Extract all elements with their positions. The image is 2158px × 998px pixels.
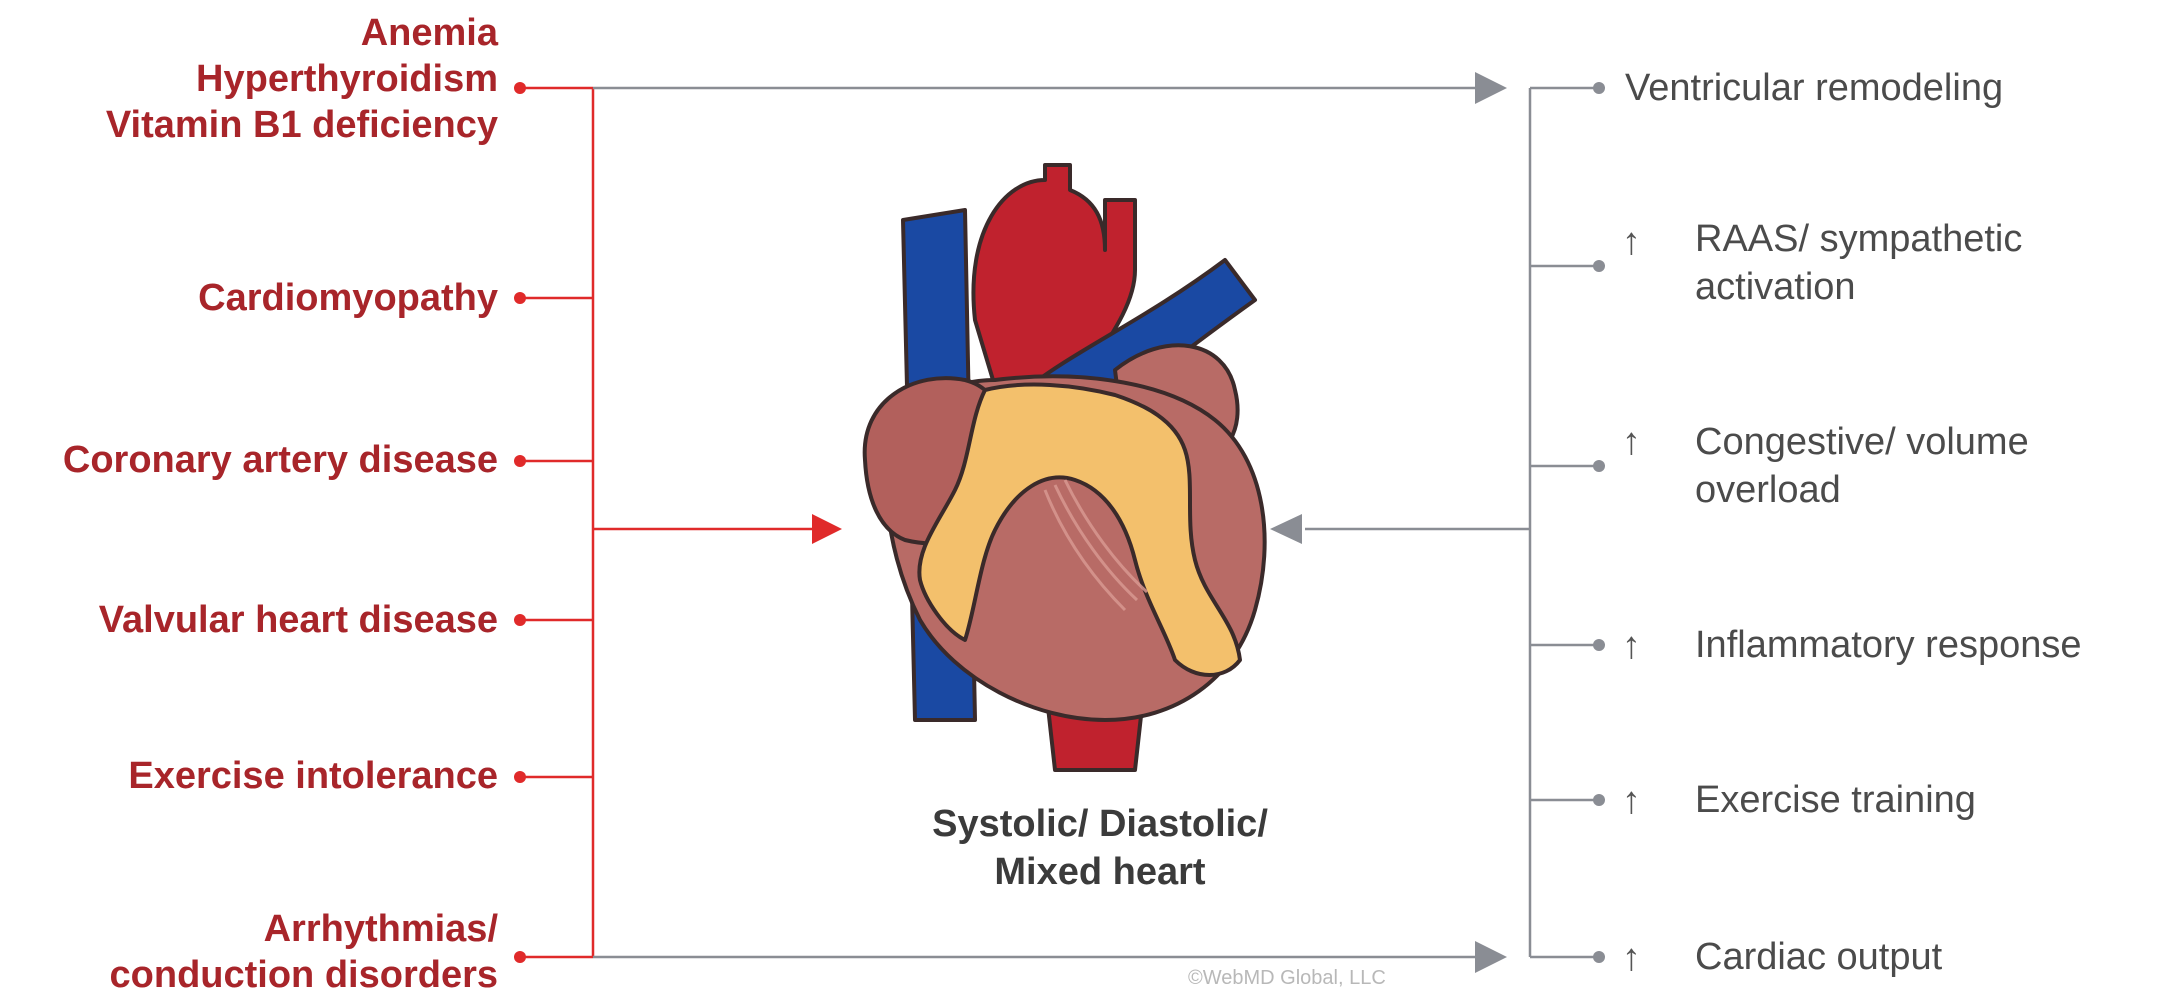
cause-5-line-1: Exercise intolerance [128,753,498,799]
heart-caption-line-2: Mixed heart [830,848,1370,896]
cause-label-4: Valvular heart disease [99,597,498,643]
cause-6-line-1: Arrhythmias/ [110,906,498,952]
effect-3-line-1: Congestive/ volume [1695,418,2029,466]
up-arrow-icon: ↑ [1622,622,1641,670]
effect-2-line-1: RAAS/ sympathetic [1695,215,2022,263]
effect-label-1: Ventricular remodeling [1625,64,2003,112]
heart-caption: Systolic/ Diastolic/ Mixed heart [830,800,1370,896]
cause-bracket [520,88,820,957]
cause-label-2: Cardiomyopathy [198,275,498,321]
up-arrow-icon: ↑ [1622,777,1641,825]
heart-caption-line-1: Systolic/ Diastolic/ [830,800,1370,848]
cause-label-1: Anemia Hyperthyroidism Vitamin B1 defici… [106,10,498,148]
top-arrowhead-icon [1475,72,1507,104]
cause-label-3: Coronary artery disease [63,437,498,483]
effect-label-3: Congestive/ volume overload [1695,418,2029,514]
cause-arrowhead-icon [812,514,842,544]
heart-illustration [845,160,1345,780]
cause-1-line-1: Anemia [106,10,498,56]
effect-5-line-1: Exercise training [1695,776,1976,824]
effect-3-line-2: overload [1695,466,2029,514]
effect-6-line-1: Cardiac output [1695,933,1942,981]
bottom-arrowhead-icon [1475,941,1507,973]
cause-3-line-1: Coronary artery disease [63,437,498,483]
effect-label-6: Cardiac output [1695,933,1942,981]
cause-6-line-2: conduction disorders [110,952,498,998]
copyright-credit: ©WebMD Global, LLC [1188,966,1386,990]
cause-dots [514,82,526,963]
cause-2-line-1: Cardiomyopathy [198,275,498,321]
effect-label-4: Inflammatory response [1695,621,2082,669]
up-arrow-icon: ↑ [1622,418,1641,466]
up-arrow-icon: ↑ [1622,218,1641,266]
up-arrow-icon: ↑ [1622,934,1641,982]
cause-4-line-1: Valvular heart disease [99,597,498,643]
cause-1-line-2: Hyperthyroidism [106,56,498,102]
effect-4-line-1: Inflammatory response [1695,621,2082,669]
effect-dots [1593,82,1605,963]
cause-label-6: Arrhythmias/ conduction disorders [110,906,498,998]
effect-2-line-2: activation [1695,263,2022,311]
cause-1-line-3: Vitamin B1 deficiency [106,102,498,148]
effect-label-2: RAAS/ sympathetic activation [1695,215,2022,311]
effect-label-5: Exercise training [1695,776,1976,824]
effect-1-line-1: Ventricular remodeling [1625,64,2003,112]
cause-label-5: Exercise intolerance [128,753,498,799]
